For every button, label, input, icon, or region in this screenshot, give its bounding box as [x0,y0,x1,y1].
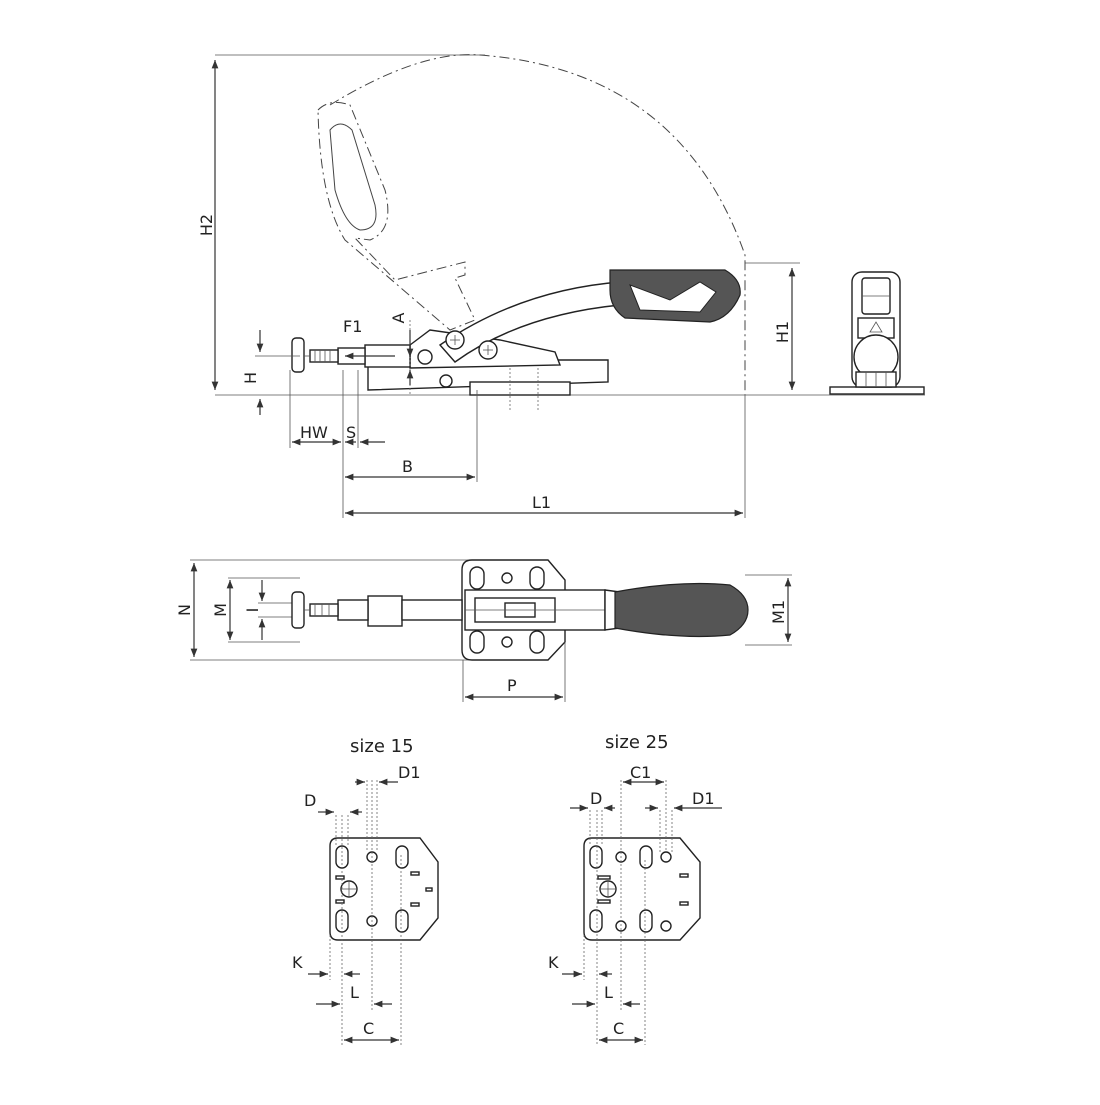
size-15-title: size 15 [350,736,414,757]
size-25-plate: size 25 C1 D D1 [548,732,722,1045]
size25-dim-D-label: D [590,789,602,808]
dim-H1-label: H1 [773,321,792,343]
size25-dim-L-label: L [604,983,613,1002]
handle-grip [609,269,741,323]
size15-dim-D1-label: D1 [398,763,421,782]
dim-M-label: M [211,603,230,617]
size15-dim-D-label: D [304,791,316,810]
dim-H-label: H [241,372,260,384]
size25-dim-C1-label: C1 [630,763,651,782]
size-15-plate: size 15 D D1 K [292,736,439,1045]
spindle-knob [291,337,305,373]
side-view: H2 H1 H A F1 HW S B L1 [197,54,925,518]
dim-HW-label: HW [300,423,328,442]
front-view [829,271,925,395]
size-25-title: size 25 [605,732,669,753]
size15-dim-L-label: L [350,983,359,1002]
dim-M1-label: M1 [769,600,788,624]
dim-I-label: I [243,608,262,613]
lever-swing-arc [329,54,746,395]
size25-dim-K-label: K [548,953,559,972]
dim-P-label: P [507,676,517,695]
dim-F1-label: F1 [343,317,362,336]
dim-N-label: N [175,604,194,616]
dim-B-label: B [402,457,413,476]
dim-S-label: S [346,423,356,442]
dim-A-label: A [389,312,408,323]
dim-L1-label: L1 [532,493,551,512]
top-view: N M I M1 P [175,559,792,702]
size15-dim-C-label: C [363,1019,374,1038]
size25-dim-C-label: C [613,1019,624,1038]
size15-dim-K-label: K [292,953,303,972]
dim-H2-label: H2 [197,214,216,236]
top-handle-grip [614,582,749,638]
size25-dim-D1-label: D1 [692,789,715,808]
handle-open-outline [317,101,476,331]
